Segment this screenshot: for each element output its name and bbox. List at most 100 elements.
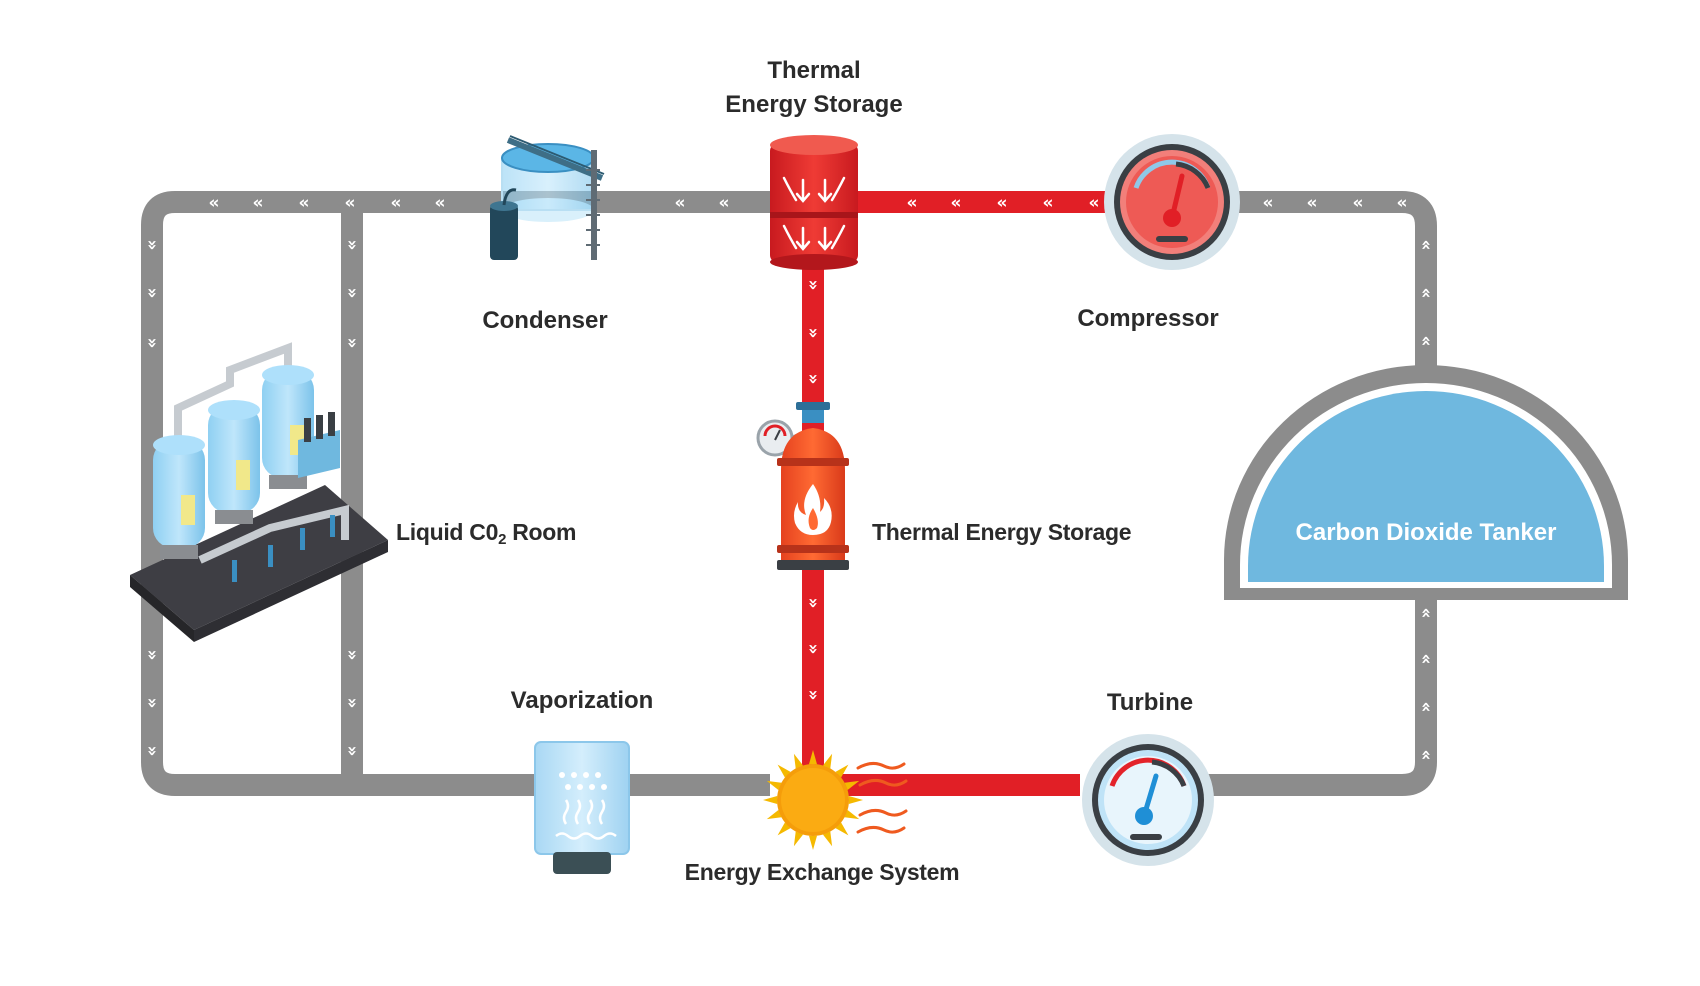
flow-arrow-left: « bbox=[253, 193, 264, 213]
flow-arrow-up: « bbox=[1416, 608, 1436, 619]
flow-arrow-left: « bbox=[719, 193, 730, 213]
pipe-bottom-right bbox=[1130, 600, 1437, 796]
flow-arrow-left: « bbox=[435, 193, 446, 213]
gray-pipe-network bbox=[141, 191, 1437, 796]
flow-arrow-down: » bbox=[142, 288, 162, 299]
flow-arrow-left: « bbox=[1089, 193, 1100, 213]
flow-arrow-down: » bbox=[342, 698, 362, 709]
flow-arrow-down: » bbox=[803, 690, 823, 701]
flow-arrow-left: « bbox=[345, 193, 356, 213]
flow-arrow-right: » bbox=[435, 794, 446, 814]
sun-ray bbox=[793, 753, 803, 769]
flow-arrow-left: « bbox=[1307, 193, 1318, 213]
flow-arrow-right: » bbox=[1383, 794, 1394, 814]
condenser-label: Condenser bbox=[482, 307, 607, 334]
flow-arrow-left: « bbox=[1043, 193, 1054, 213]
flow-arrow-up: « bbox=[1416, 288, 1436, 299]
sun-ray bbox=[823, 831, 833, 847]
flow-arrow-right: » bbox=[719, 794, 730, 814]
flow-arrow-up: « bbox=[1416, 750, 1436, 761]
flow-arrow-right: » bbox=[1291, 794, 1302, 814]
flow-arrow-left: « bbox=[675, 193, 686, 213]
thermal-storage-drum-icon bbox=[770, 135, 858, 270]
thermal-storage-top-label-1: Thermal bbox=[767, 57, 860, 84]
flow-arrow-right: » bbox=[915, 794, 926, 814]
sun-ray bbox=[766, 810, 782, 820]
flow-arrow-left: « bbox=[1397, 193, 1408, 213]
flow-arrow-right: » bbox=[253, 794, 264, 814]
flow-arrow-down: » bbox=[142, 650, 162, 661]
compressor-gauge-icon bbox=[1104, 134, 1240, 270]
flow-arrow-down: » bbox=[803, 644, 823, 655]
flow-arrow-left: « bbox=[209, 193, 220, 213]
flow-arrow-up: « bbox=[1416, 654, 1436, 665]
flow-arrow-up: « bbox=[1416, 240, 1436, 251]
sun-ray bbox=[809, 750, 817, 765]
sun-ray bbox=[777, 822, 791, 836]
flow-arrow-up: « bbox=[1416, 336, 1436, 347]
thermal-storage-mid-label: Thermal Energy Storage bbox=[872, 519, 1131, 545]
flow-arrow-down: » bbox=[142, 698, 162, 709]
sun-ray bbox=[844, 810, 860, 820]
flow-arrow-down: » bbox=[803, 374, 823, 385]
flow-arrow-right: » bbox=[345, 794, 356, 814]
sun-ray bbox=[793, 831, 803, 847]
flow-arrow-left: « bbox=[391, 193, 402, 213]
flow-arrow-left: « bbox=[997, 193, 1008, 213]
sun-ray bbox=[848, 796, 863, 804]
flow-arrow-down: » bbox=[142, 338, 162, 349]
carbon-dioxide-tanker: Carbon Dioxide Tanker bbox=[1224, 365, 1628, 600]
turbine-gauge-icon bbox=[1082, 734, 1214, 866]
flow-arrow-right: » bbox=[1245, 794, 1256, 814]
sun-ray bbox=[835, 822, 849, 836]
sun-ray bbox=[766, 780, 782, 790]
sun-ray bbox=[823, 753, 833, 769]
sun-ray bbox=[763, 796, 778, 804]
liquid-co2-room-label: Liquid C02 Room bbox=[396, 519, 576, 548]
tanker-fill-icon bbox=[1248, 391, 1604, 582]
flow-arrow-right: » bbox=[209, 794, 220, 814]
thermal-storage-top-label-2: Energy Storage bbox=[725, 91, 902, 118]
energy-exchange-sun-icon bbox=[763, 750, 908, 850]
flow-arrow-left: « bbox=[1263, 193, 1274, 213]
sun-ray bbox=[844, 780, 860, 790]
flow-arrow-right: » bbox=[1053, 794, 1064, 814]
flow-arrow-down: » bbox=[342, 746, 362, 757]
pipe-top-left bbox=[141, 191, 770, 796]
flow-arrow-down: » bbox=[342, 288, 362, 299]
condenser-icon bbox=[490, 135, 605, 260]
flow-arrow-down: » bbox=[342, 650, 362, 661]
flow-arrow-down: » bbox=[142, 240, 162, 251]
flow-arrow-right: » bbox=[299, 794, 310, 814]
flow-arrow-right: » bbox=[675, 794, 686, 814]
flow-arrow-right: » bbox=[1337, 794, 1348, 814]
flow-arrow-left: « bbox=[1353, 193, 1364, 213]
flow-arrow-down: » bbox=[803, 280, 823, 291]
sun-ray bbox=[809, 835, 817, 850]
flow-arrow-down: » bbox=[142, 746, 162, 757]
pipe-top-right bbox=[1160, 191, 1437, 385]
energy-exchange-label: Energy Exchange System bbox=[685, 859, 960, 885]
vaporization-label: Vaporization bbox=[511, 687, 654, 714]
flow-arrow-right: » bbox=[391, 794, 402, 814]
flow-arrows: « « « « « « « « « « « « « « « « « » » » » » » » » » » » » » » » » » » » » » » »… bbox=[142, 193, 1436, 814]
flow-arrow-up: « bbox=[1416, 702, 1436, 713]
sun-ray bbox=[835, 764, 849, 778]
flow-arrow-left: « bbox=[907, 193, 918, 213]
flow-arrow-down: » bbox=[803, 328, 823, 339]
red-pipe-network bbox=[802, 191, 1110, 796]
flow-arrow-right: » bbox=[961, 794, 972, 814]
flow-arrow-down: » bbox=[803, 598, 823, 609]
turbine-label: Turbine bbox=[1107, 689, 1193, 716]
flow-arrow-down: » bbox=[342, 338, 362, 349]
liquid-room-prefix: Liquid C0 bbox=[396, 519, 498, 545]
thermal-storage-cylinder-icon bbox=[756, 402, 849, 570]
sun-ray bbox=[777, 764, 791, 778]
flow-arrow-left: « bbox=[951, 193, 962, 213]
liquid-co2-room-icon bbox=[130, 342, 388, 642]
tanker-label: Carbon Dioxide Tanker bbox=[1296, 519, 1557, 546]
liquid-room-suffix: Room bbox=[506, 519, 576, 545]
flow-arrow-left: « bbox=[299, 193, 310, 213]
liquid-room-sub: 2 bbox=[498, 531, 506, 548]
